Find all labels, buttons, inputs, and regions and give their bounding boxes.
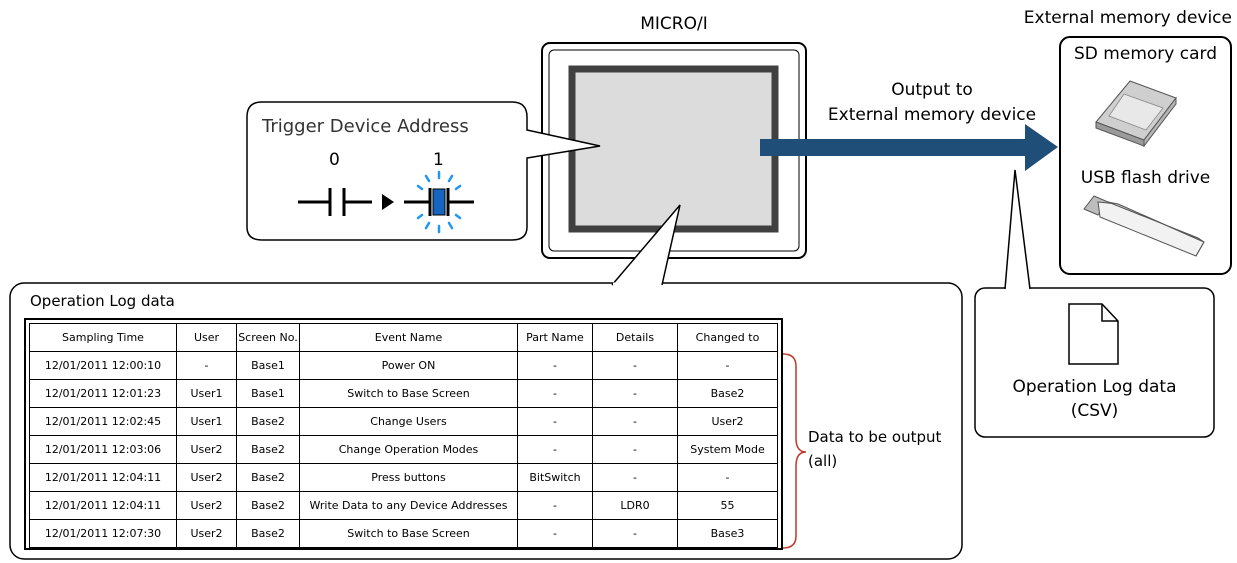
table-cell: LDR0 bbox=[592, 491, 678, 520]
document-icon bbox=[1068, 303, 1119, 365]
table-cell: User2 bbox=[176, 463, 237, 492]
table-cell: - bbox=[677, 463, 778, 492]
table-cell: Write Data to any Device Addresses bbox=[299, 491, 518, 520]
table-cell: - bbox=[517, 407, 593, 436]
table-cell: Press buttons bbox=[299, 463, 518, 492]
table-cell: Base2 bbox=[236, 435, 300, 464]
table-cell: 12/01/2011 12:04:11 bbox=[29, 463, 177, 492]
table-cell: Base2 bbox=[677, 379, 778, 408]
table-cell: - bbox=[176, 351, 237, 380]
table-cell: - bbox=[592, 463, 678, 492]
table-cell: - bbox=[517, 519, 593, 548]
table-cell: Power ON bbox=[299, 351, 518, 380]
brace-label-line2: (all) bbox=[808, 452, 838, 470]
external-memory-title: External memory device bbox=[1023, 8, 1232, 28]
table-cell: 12/01/2011 12:04:11 bbox=[29, 491, 177, 520]
data-brace bbox=[782, 353, 807, 549]
table-cell: User2 bbox=[176, 435, 237, 464]
usb-drive-label: USB flash drive bbox=[1080, 168, 1211, 188]
contact-on-symbol bbox=[404, 170, 474, 234]
table-row: 12/01/2011 12:04:11 User2 Base2 Write Da… bbox=[29, 491, 778, 520]
column-header: Details bbox=[592, 323, 678, 352]
table-row: 12/01/2011 12:01:23 User1 Base1 Switch t… bbox=[29, 379, 778, 408]
output-label-line2: External memory device bbox=[827, 105, 1037, 125]
table-row: 12/01/2011 12:07:30 User2 Base2 Switch t… bbox=[29, 519, 778, 548]
table-cell: Base1 bbox=[236, 379, 300, 408]
table-cell: Switch to Base Screen bbox=[299, 519, 518, 548]
table-cell: - bbox=[677, 351, 778, 380]
trigger-title: Trigger Device Address bbox=[262, 116, 469, 137]
table-cell: BitSwitch bbox=[517, 463, 593, 492]
table-cell: - bbox=[517, 351, 593, 380]
table-cell: User1 bbox=[176, 407, 237, 436]
table-row: 12/01/2011 12:04:11 User2 Base2 Press bu… bbox=[29, 463, 778, 492]
table-cell: Switch to Base Screen bbox=[299, 379, 518, 408]
micro-i-screen bbox=[568, 65, 779, 233]
table-cell: 12/01/2011 12:02:45 bbox=[29, 407, 177, 436]
contact-off-symbol bbox=[298, 188, 372, 216]
device-name: MICRO/I bbox=[640, 14, 708, 34]
table-cell: 12/01/2011 12:03:06 bbox=[29, 435, 177, 464]
table-cell: 12/01/2011 12:01:23 bbox=[29, 379, 177, 408]
trigger-state-off: 0 bbox=[329, 150, 340, 170]
table-cell: Base1 bbox=[236, 351, 300, 380]
column-header: Part Name bbox=[517, 323, 593, 352]
table-cell: Base3 bbox=[677, 519, 778, 548]
output-arrow bbox=[760, 124, 1058, 171]
column-header: Event Name bbox=[299, 323, 518, 352]
table-cell: Base2 bbox=[236, 519, 300, 548]
log-panel-title: Operation Log data bbox=[30, 292, 175, 310]
operation-log-table: Sampling Time User Screen No. Event Name… bbox=[29, 323, 778, 548]
table-cell: - bbox=[592, 351, 678, 380]
table-cell: - bbox=[517, 435, 593, 464]
csv-label-line1: Operation Log data bbox=[1012, 377, 1177, 397]
output-label-line1: Output to bbox=[891, 80, 973, 100]
table-cell: User1 bbox=[176, 379, 237, 408]
table-row: 12/01/2011 12:03:06 User2 Base2 Change O… bbox=[29, 435, 778, 464]
table-cell: Change Users bbox=[299, 407, 518, 436]
table-cell: Base2 bbox=[236, 407, 300, 436]
table-cell: System Mode bbox=[677, 435, 778, 464]
log-panel-pointer bbox=[611, 204, 681, 286]
trigger-callout bbox=[246, 101, 601, 241]
csv-callout-pointer bbox=[1004, 169, 1031, 290]
column-header: User bbox=[176, 323, 237, 352]
table-cell: User2 bbox=[677, 407, 778, 436]
table-cell: User2 bbox=[176, 491, 237, 520]
external-memory-box bbox=[1059, 36, 1232, 275]
table-cell: - bbox=[517, 491, 593, 520]
state-change-arrow-icon bbox=[382, 194, 394, 210]
table-cell: 12/01/2011 12:07:30 bbox=[29, 519, 177, 548]
table-header-row: Sampling Time User Screen No. Event Name… bbox=[29, 323, 778, 352]
usb-drive-icon bbox=[1083, 195, 1205, 257]
column-header: Sampling Time bbox=[29, 323, 177, 352]
table-cell: Base2 bbox=[236, 463, 300, 492]
sd-card-label: SD memory card bbox=[1074, 44, 1217, 64]
csv-label-line2: (CSV) bbox=[1070, 401, 1119, 421]
table-cell: - bbox=[592, 407, 678, 436]
table-cell: 55 bbox=[677, 491, 778, 520]
table-cell: 12/01/2011 12:00:10 bbox=[29, 351, 177, 380]
sd-card-icon bbox=[1095, 80, 1177, 148]
table-row: 12/01/2011 12:00:10 - Base1 Power ON - -… bbox=[29, 351, 778, 380]
log-table-frame bbox=[24, 318, 783, 550]
column-header: Changed to bbox=[677, 323, 778, 352]
column-header: Screen No. bbox=[236, 323, 300, 352]
table-cell: - bbox=[592, 435, 678, 464]
table-cell: - bbox=[517, 379, 593, 408]
table-cell: Base2 bbox=[236, 491, 300, 520]
table-cell: Change Operation Modes bbox=[299, 435, 518, 464]
table-cell: - bbox=[592, 519, 678, 548]
trigger-state-on: 1 bbox=[433, 150, 444, 170]
brace-label-line1: Data to be output bbox=[808, 428, 942, 446]
table-cell: - bbox=[592, 379, 678, 408]
table-cell: User2 bbox=[176, 519, 237, 548]
table-row: 12/01/2011 12:02:45 User1 Base2 Change U… bbox=[29, 407, 778, 436]
